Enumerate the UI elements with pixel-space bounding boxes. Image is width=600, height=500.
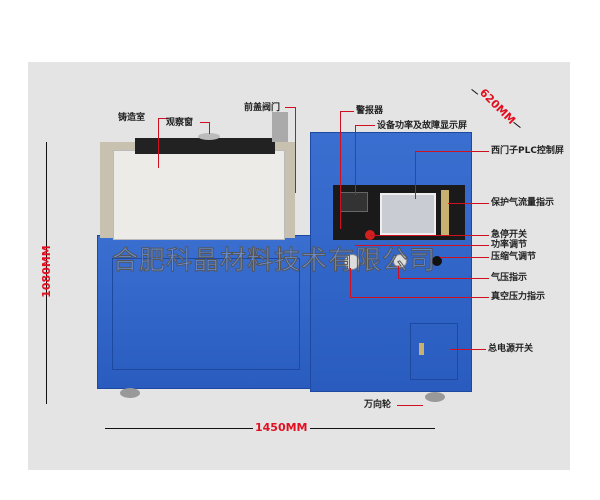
vacuum-gauge (344, 254, 360, 270)
leader-line (295, 107, 296, 193)
machine-base (97, 235, 313, 389)
valve (272, 112, 288, 142)
label-plc-screen: 西门子PLC控制屏 (491, 146, 564, 156)
caster-wheel (425, 392, 445, 402)
label-vacuum-pressure: 真空压力指示 (491, 292, 546, 302)
label-caster: 万向轮 (364, 400, 392, 410)
height-dimension-line (46, 142, 47, 404)
flowmeter (441, 190, 449, 236)
leader-line (370, 235, 489, 236)
leader-line (415, 151, 416, 199)
leader-line (448, 203, 489, 204)
label-emergency-stop: 急停开关 (491, 230, 528, 240)
leader-line (350, 268, 351, 297)
caster-wheel (120, 388, 140, 398)
leader-line (340, 111, 341, 229)
leader-line (440, 257, 489, 258)
leader-line (209, 122, 210, 134)
leader-line (355, 125, 375, 126)
leader-line (340, 111, 354, 112)
leader-line (200, 122, 210, 123)
label-gas-flow: 保护气流量指示 (491, 198, 555, 208)
power-switch-box (410, 323, 458, 380)
base-door (112, 258, 300, 370)
label-power-fault-display: 设备功率及故障显示屏 (377, 121, 468, 131)
label-compressed-air: 压缩气调节 (491, 252, 537, 262)
label-power-adjust: 功率调节 (491, 240, 528, 250)
watermark: 合肥科晶材料技术有限公司 (111, 246, 437, 277)
observation-window (198, 133, 220, 140)
chamber-cover (113, 150, 285, 240)
control-cabinet (310, 132, 472, 392)
label-casting-chamber: 铸造室 (118, 113, 146, 123)
label-main-power: 总电源开关 (488, 344, 534, 354)
leader-line (450, 349, 486, 350)
leader-line (355, 125, 356, 195)
label-alarm: 警报器 (356, 106, 384, 116)
leader-line (398, 266, 399, 278)
label-observation-window: 观察窗 (166, 118, 194, 128)
chamber-top (135, 138, 275, 154)
leader-line (415, 151, 489, 152)
leader-line (158, 118, 159, 168)
leader-line (398, 278, 489, 279)
plc-screen (380, 193, 436, 235)
label-front-cover-valve: 前盖阀门 (244, 103, 281, 113)
width-dimension: 1450MM (253, 421, 310, 434)
air-knob (432, 256, 442, 266)
height-dimension: 1080MM (39, 245, 53, 298)
leader-line (355, 245, 489, 246)
leader-line (397, 405, 423, 406)
leader-line (158, 118, 168, 119)
power-display (340, 192, 368, 212)
leader-line (350, 297, 489, 298)
power-switch (419, 343, 424, 355)
air-gauge (393, 254, 407, 268)
label-air-pressure: 气压指示 (491, 273, 528, 283)
leader-line (285, 107, 295, 108)
